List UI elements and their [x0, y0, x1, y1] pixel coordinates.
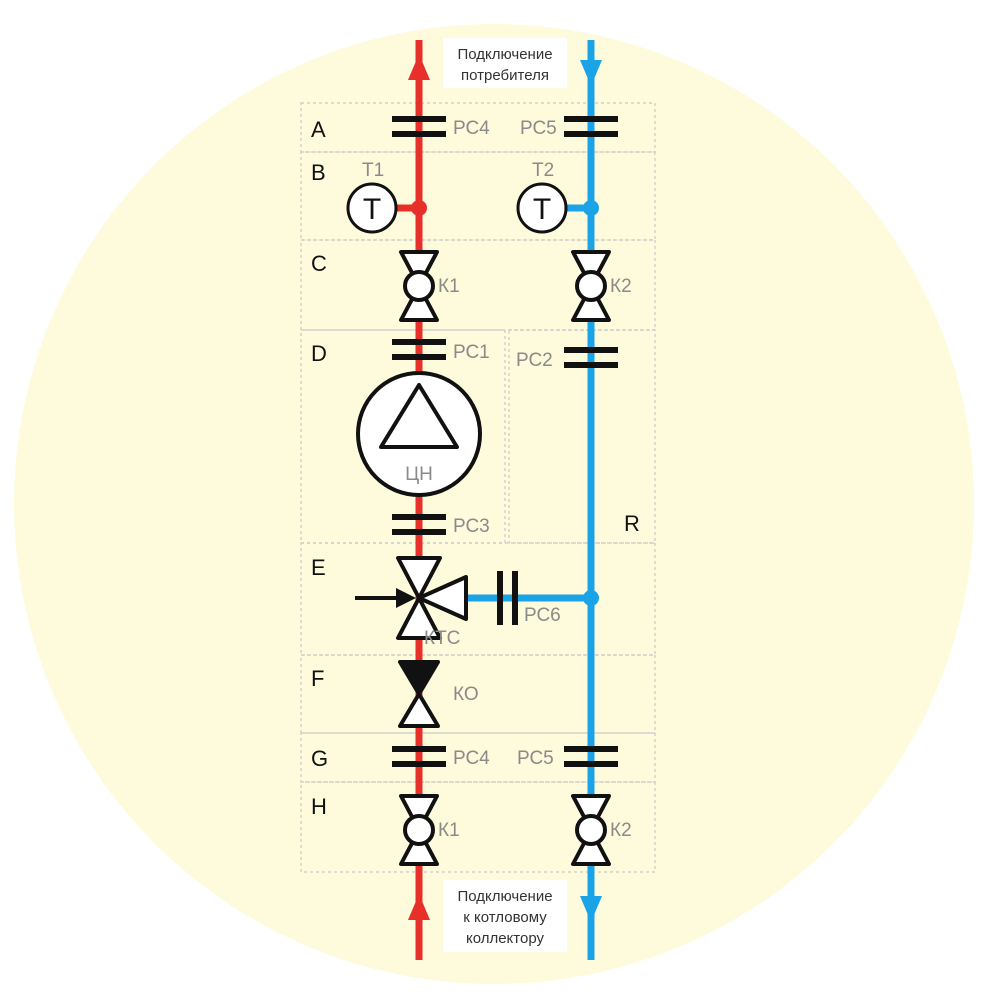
label-rc4-bottom: РС4 [453, 748, 490, 769]
bypass-tee-junction [583, 590, 599, 606]
coupling-rc4-bottom [392, 746, 446, 767]
coupling-rc5-bottom [564, 746, 618, 767]
label-rc6: РС6 [524, 605, 561, 626]
coupling-rc1 [392, 339, 446, 360]
actuator-arrow-icon [355, 588, 416, 608]
zone-a [300, 102, 656, 153]
coupling-rc4-top [392, 116, 446, 137]
zone-h [300, 781, 656, 873]
label-rc5-top: РС5 [520, 118, 557, 139]
label-t1: Т1 [362, 160, 384, 181]
ball-valve-k2-bottom-icon [571, 794, 611, 866]
ball-valve-k2-top-icon [571, 250, 611, 322]
thermometer-t1-symbol: T [363, 193, 381, 226]
bottom-caption: Подключение к котловому коллектору [443, 880, 567, 952]
bottom-caption-line1: Подключение [457, 888, 552, 905]
top-caption-line1: Подключение [457, 46, 552, 63]
label-k2-top: К2 [610, 276, 632, 297]
coupling-rc5-top [564, 116, 618, 137]
supply-arrow-up-icon [408, 54, 430, 80]
label-rc4-top: РС4 [453, 118, 490, 139]
thermometer-t2-symbol: T [533, 193, 551, 226]
label-pump: ЦН [405, 464, 433, 485]
row-letter-g: G [311, 746, 328, 771]
bottom-caption-line2: к котловому [463, 909, 547, 926]
row-letter-d: D [311, 341, 327, 366]
zone-r [508, 329, 656, 544]
thermometer-t2: T [516, 182, 599, 234]
top-caption: Подключение потребителя [443, 38, 567, 88]
background-circle [14, 24, 974, 984]
row-letter-c: C [311, 251, 327, 276]
thermometer-t1: T [346, 182, 427, 234]
row-letter-f: F [311, 666, 324, 691]
return-arrow-down-icon [580, 60, 602, 86]
top-caption-line2: потребителя [461, 67, 549, 84]
circulation-pump-icon [356, 371, 482, 497]
return-arrow-down-icon-bottom [580, 896, 602, 922]
ball-valve-k1-bottom-icon [399, 794, 439, 866]
row-letter-a: A [311, 117, 326, 142]
zone-g [300, 732, 656, 783]
bottom-caption-line3: коллектору [466, 930, 545, 947]
ball-valve-k1-top-icon [399, 250, 439, 322]
row-letter-r: R [624, 511, 640, 536]
label-k2-bottom: К2 [610, 820, 632, 841]
label-k1-top: К1 [438, 276, 460, 297]
row-letter-h: H [311, 794, 327, 819]
zone-frames [300, 102, 656, 873]
label-ko: КО [453, 684, 479, 705]
coupling-rc3 [392, 514, 446, 535]
label-rc2: РС2 [516, 350, 553, 371]
three-way-valve-ktc-icon [396, 556, 468, 640]
label-rc1: РС1 [453, 342, 490, 363]
row-letter-e: E [311, 555, 326, 580]
supply-arrow-up-icon-bottom [408, 894, 430, 920]
label-k1-bottom: К1 [438, 820, 460, 841]
label-rc3: РС3 [453, 516, 490, 537]
label-t2: Т2 [532, 160, 554, 181]
label-ktc: КТС [424, 628, 460, 649]
check-valve-ko-icon [398, 660, 440, 728]
row-letters: A B C D E F G H R [311, 117, 640, 819]
label-rc5-bottom: РС5 [517, 748, 554, 769]
coupling-rc6 [497, 571, 518, 625]
row-letter-b: B [311, 160, 326, 185]
coupling-rc2 [564, 347, 618, 368]
